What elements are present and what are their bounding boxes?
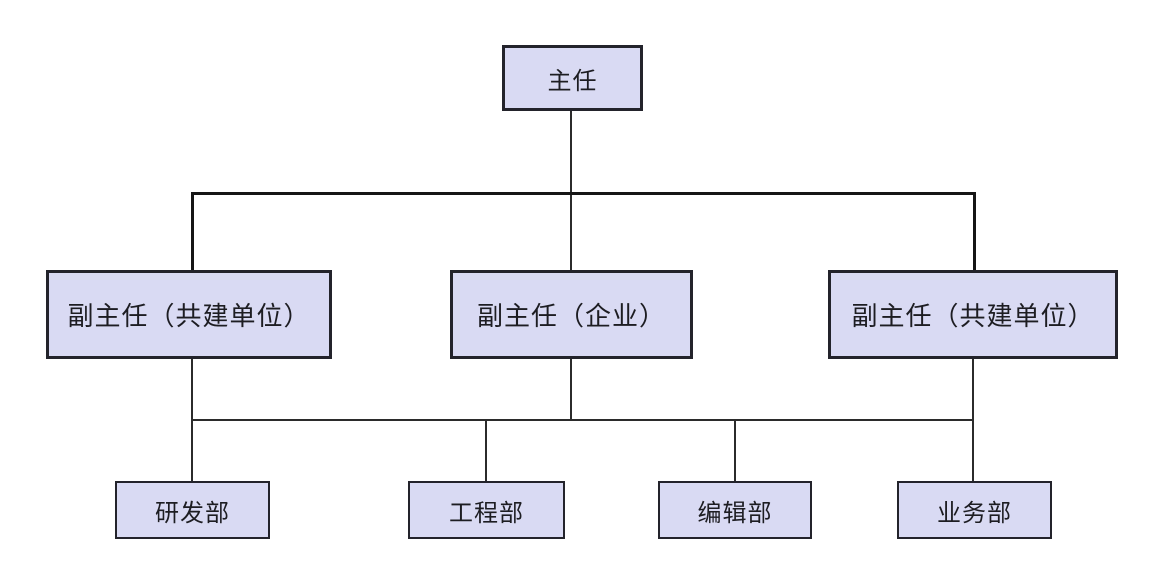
connector-root-stem: [570, 111, 572, 194]
node-dept-business: 业务部: [897, 481, 1052, 539]
node-label: 副主任（企业）: [476, 301, 666, 331]
connector-feed-middle: [570, 359, 572, 421]
node-deputy-enterprise: 副主任（企业）: [450, 270, 693, 359]
node-label: 工程部: [449, 499, 524, 527]
connector-upper-drop-middle: [570, 195, 572, 270]
node-deputy-co-construction-right: 副主任（共建单位）: [828, 270, 1118, 359]
node-label: 业务部: [937, 499, 1012, 527]
connector-upper-drop-left: [191, 192, 194, 270]
node-dept-editorial: 编辑部: [658, 481, 812, 539]
node-dept-engineering: 工程部: [408, 481, 565, 539]
connector-drop-dept-1: [191, 421, 193, 481]
node-label: 副主任（共建单位）: [67, 301, 311, 331]
connector-lower-rail: [191, 419, 974, 421]
node-label: 研发部: [155, 499, 230, 527]
node-label: 副主任（共建单位）: [851, 301, 1095, 331]
connector-upper-rail: [191, 192, 976, 195]
node-deputy-co-construction-left: 副主任（共建单位）: [46, 270, 332, 359]
connector-feed-right: [972, 359, 974, 421]
connector-drop-dept-4: [972, 421, 974, 481]
node-director: 主任: [502, 45, 643, 111]
connector-drop-dept-2: [485, 421, 487, 481]
node-label: 编辑部: [697, 499, 773, 527]
connector-feed-left: [191, 359, 193, 421]
connector-drop-dept-3: [734, 421, 736, 481]
connector-upper-drop-right: [973, 192, 976, 270]
node-label: 主任: [547, 67, 598, 95]
node-dept-rnd: 研发部: [115, 481, 270, 539]
